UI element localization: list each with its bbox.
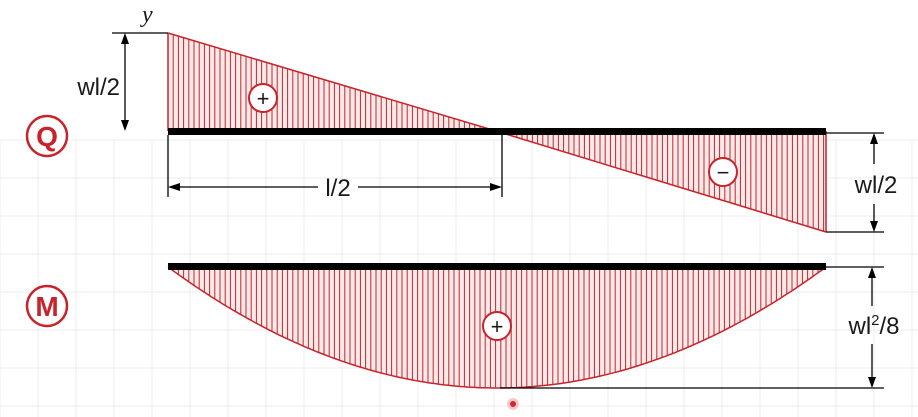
- moment-hatching: [172, 267, 824, 388]
- shear-positive-sign: +: [257, 86, 270, 111]
- shear-positive-sign-circle: [248, 83, 278, 113]
- moment-positive-sign: +: [491, 314, 504, 339]
- shear-negative-edge: [495, 130, 827, 233]
- shear-negative-sign-circle: [708, 157, 738, 187]
- moment-parabola: [167, 266, 827, 389]
- shear-diagram: y wl/2 l/2 wl/2 + − Q: [25, 2, 898, 233]
- right-dim-arrow-up: [870, 133, 878, 144]
- moment-dim-arrow-down: [868, 377, 876, 388]
- moment-diagram: wl2/8 + M: [25, 263, 900, 410]
- right-shear-value-label: wl/2: [854, 172, 898, 199]
- y-axis-label: y: [140, 2, 153, 28]
- right-dim-arrow-down: [870, 221, 878, 232]
- span-dim-arrow-left: [168, 183, 180, 191]
- moment-positive-sign-circle: [482, 311, 512, 341]
- span-label: l/2: [325, 175, 350, 202]
- left-dim-arrow-up: [121, 33, 129, 44]
- shear-hatching: [167, 33, 825, 232]
- shear-badge-letter: Q: [36, 121, 58, 152]
- shear-beam-line: [168, 128, 826, 135]
- shear-negative-sign: −: [717, 160, 730, 185]
- left-shear-value-label: wl/2: [76, 74, 120, 101]
- pointer-dot-center: [510, 401, 516, 407]
- moment-value-label: wl2/8: [847, 312, 899, 340]
- left-dim-arrow-down: [121, 120, 129, 131]
- shear-badge-circle: [25, 114, 69, 158]
- span-dim-arrow-right: [490, 183, 502, 191]
- moment-badge-circle: [25, 284, 69, 328]
- moment-badge-letter: M: [35, 291, 58, 322]
- shear-positive-edge: [167, 32, 497, 132]
- moment-dim-arrow-up: [868, 267, 876, 278]
- moment-beam-line: [168, 263, 826, 270]
